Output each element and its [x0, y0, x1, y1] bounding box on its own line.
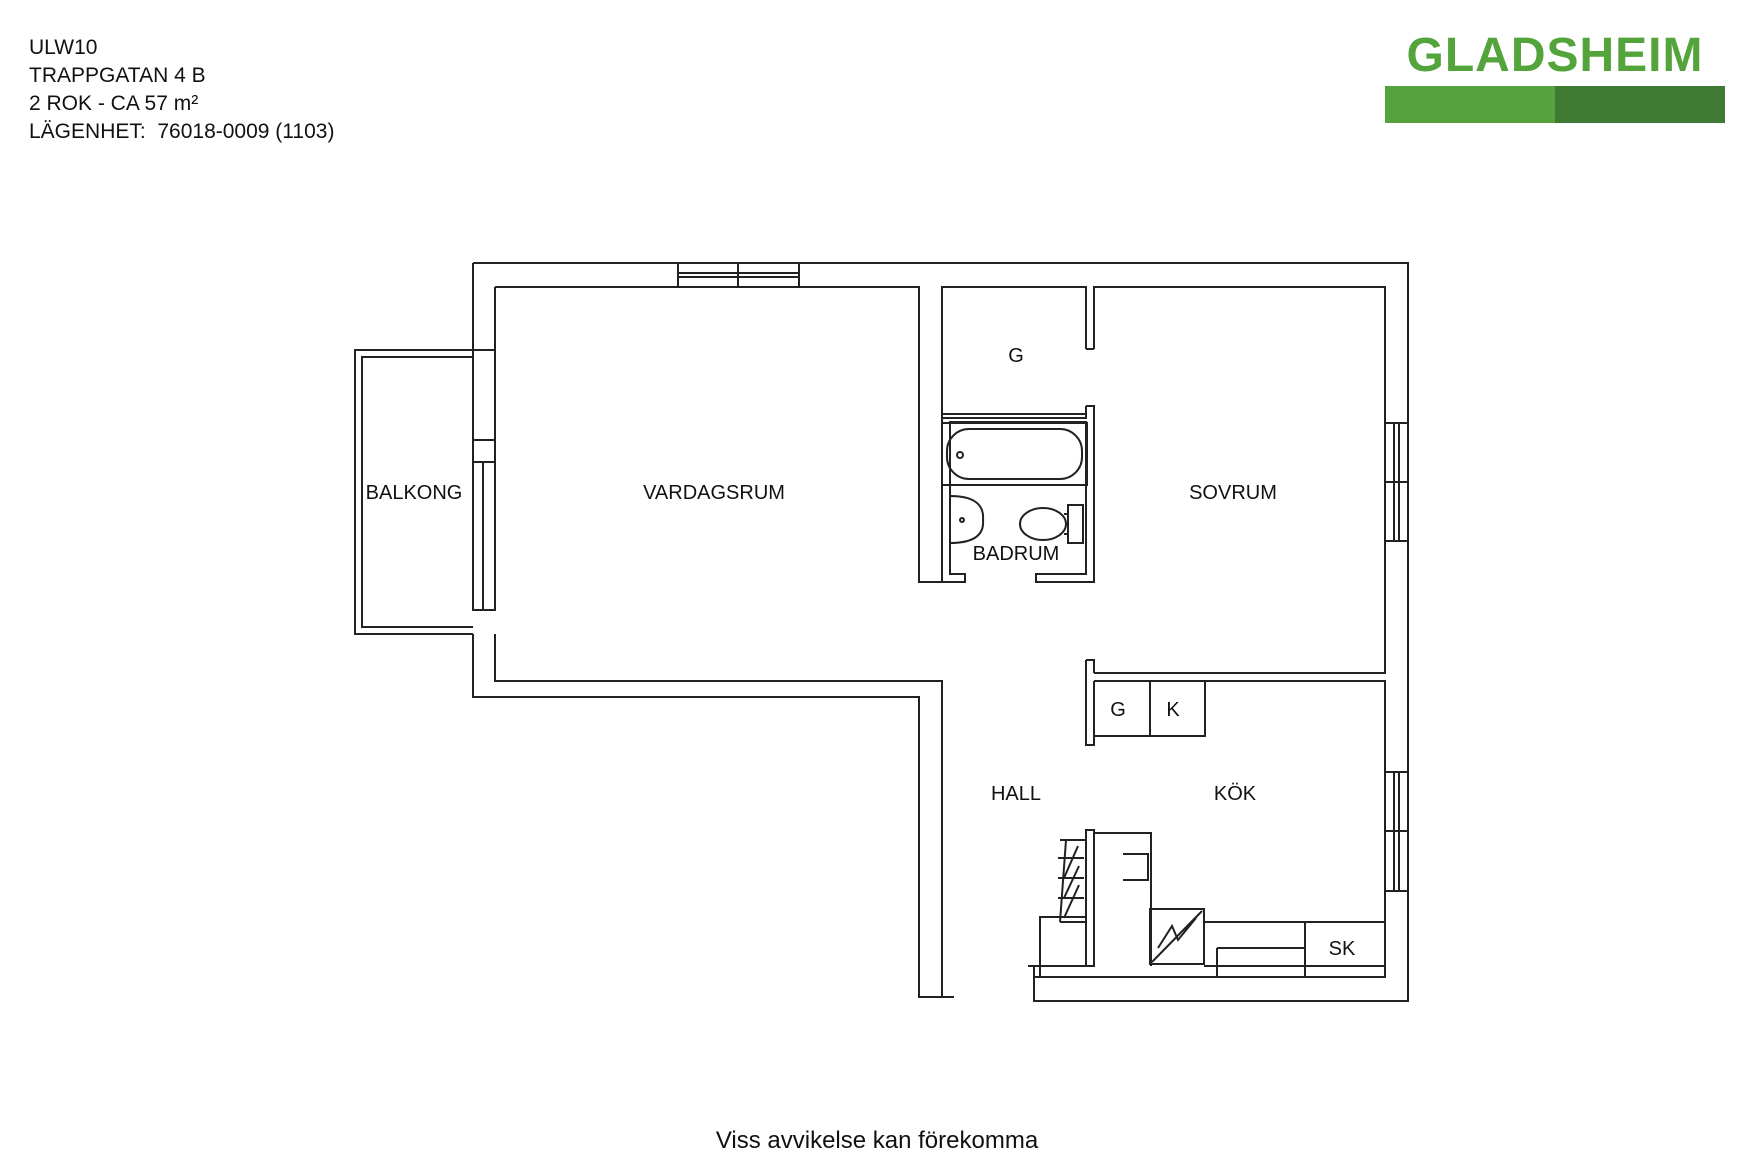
sovrum-window: [1385, 422, 1408, 542]
toilet-bowl: [1019, 507, 1067, 541]
label-badrum: BADRUM: [973, 543, 1060, 565]
kitchen-counter: [1204, 921, 1385, 977]
outer-wall-outer: [472, 262, 1409, 1002]
label-balkong: BALKONG: [366, 482, 463, 504]
top-window: [677, 263, 800, 287]
bathtub: [941, 422, 1088, 486]
kitchen-cabinets-gk: [1094, 680, 1206, 737]
label-k-kitchen: K: [1166, 699, 1180, 721]
toilet-seat: [1064, 513, 1068, 535]
label-g-closet: G: [1008, 345, 1024, 367]
outer-wall-inner: [494, 286, 1386, 1001]
hall-doorway: [1028, 965, 1040, 1001]
street-address: TRAPPGATAN 4 B: [29, 64, 206, 87]
hall-wardrobe-rail: [1058, 839, 1086, 923]
balcony: [354, 349, 473, 635]
label-kok: KÖK: [1214, 783, 1257, 805]
logo-bar-dark: [1555, 86, 1725, 123]
sink: [949, 495, 985, 544]
apartment-number: LÄGENHET: 76018-0009 (1103): [29, 120, 335, 143]
hall-wardrobe: [1085, 829, 1152, 967]
living-room-wall: [918, 287, 943, 583]
balcony-door-top: [473, 349, 496, 365]
bathtub-inner: [946, 428, 1083, 480]
label-g-kitchen: G: [1110, 699, 1126, 721]
label-hall: HALL: [991, 783, 1041, 805]
kok-window: [1385, 771, 1408, 892]
stove-symbol: [1151, 910, 1203, 963]
sink-drain: [959, 517, 965, 523]
building-code: ULW10: [29, 36, 98, 59]
logo-bar-light: [1385, 86, 1555, 123]
gladsheim-logo: GLADSHEIM: [1385, 29, 1725, 123]
hall-bench: [1039, 916, 1087, 977]
apartment-size: 2 ROK - CA 57 m²: [29, 92, 199, 115]
logo-bar: [1385, 86, 1725, 123]
label-sk: SK: [1329, 938, 1356, 960]
balcony-door: [472, 439, 496, 611]
apartment-info: ULW10 TRAPPGATAN 4 B 2 ROK - CA 57 m² LÄ…: [29, 34, 334, 146]
toilet-tank: [1067, 504, 1084, 544]
logo-text: GLADSHEIM: [1406, 29, 1704, 82]
bathtub-drain: [956, 451, 964, 459]
label-sovrum: SOVRUM: [1189, 482, 1277, 504]
sovrum-wall: [1085, 659, 1095, 746]
label-vardagsrum: VARDAGSRUM: [643, 482, 785, 504]
disclaimer: Viss avvikelse kan förekomma: [715, 1127, 1039, 1154]
